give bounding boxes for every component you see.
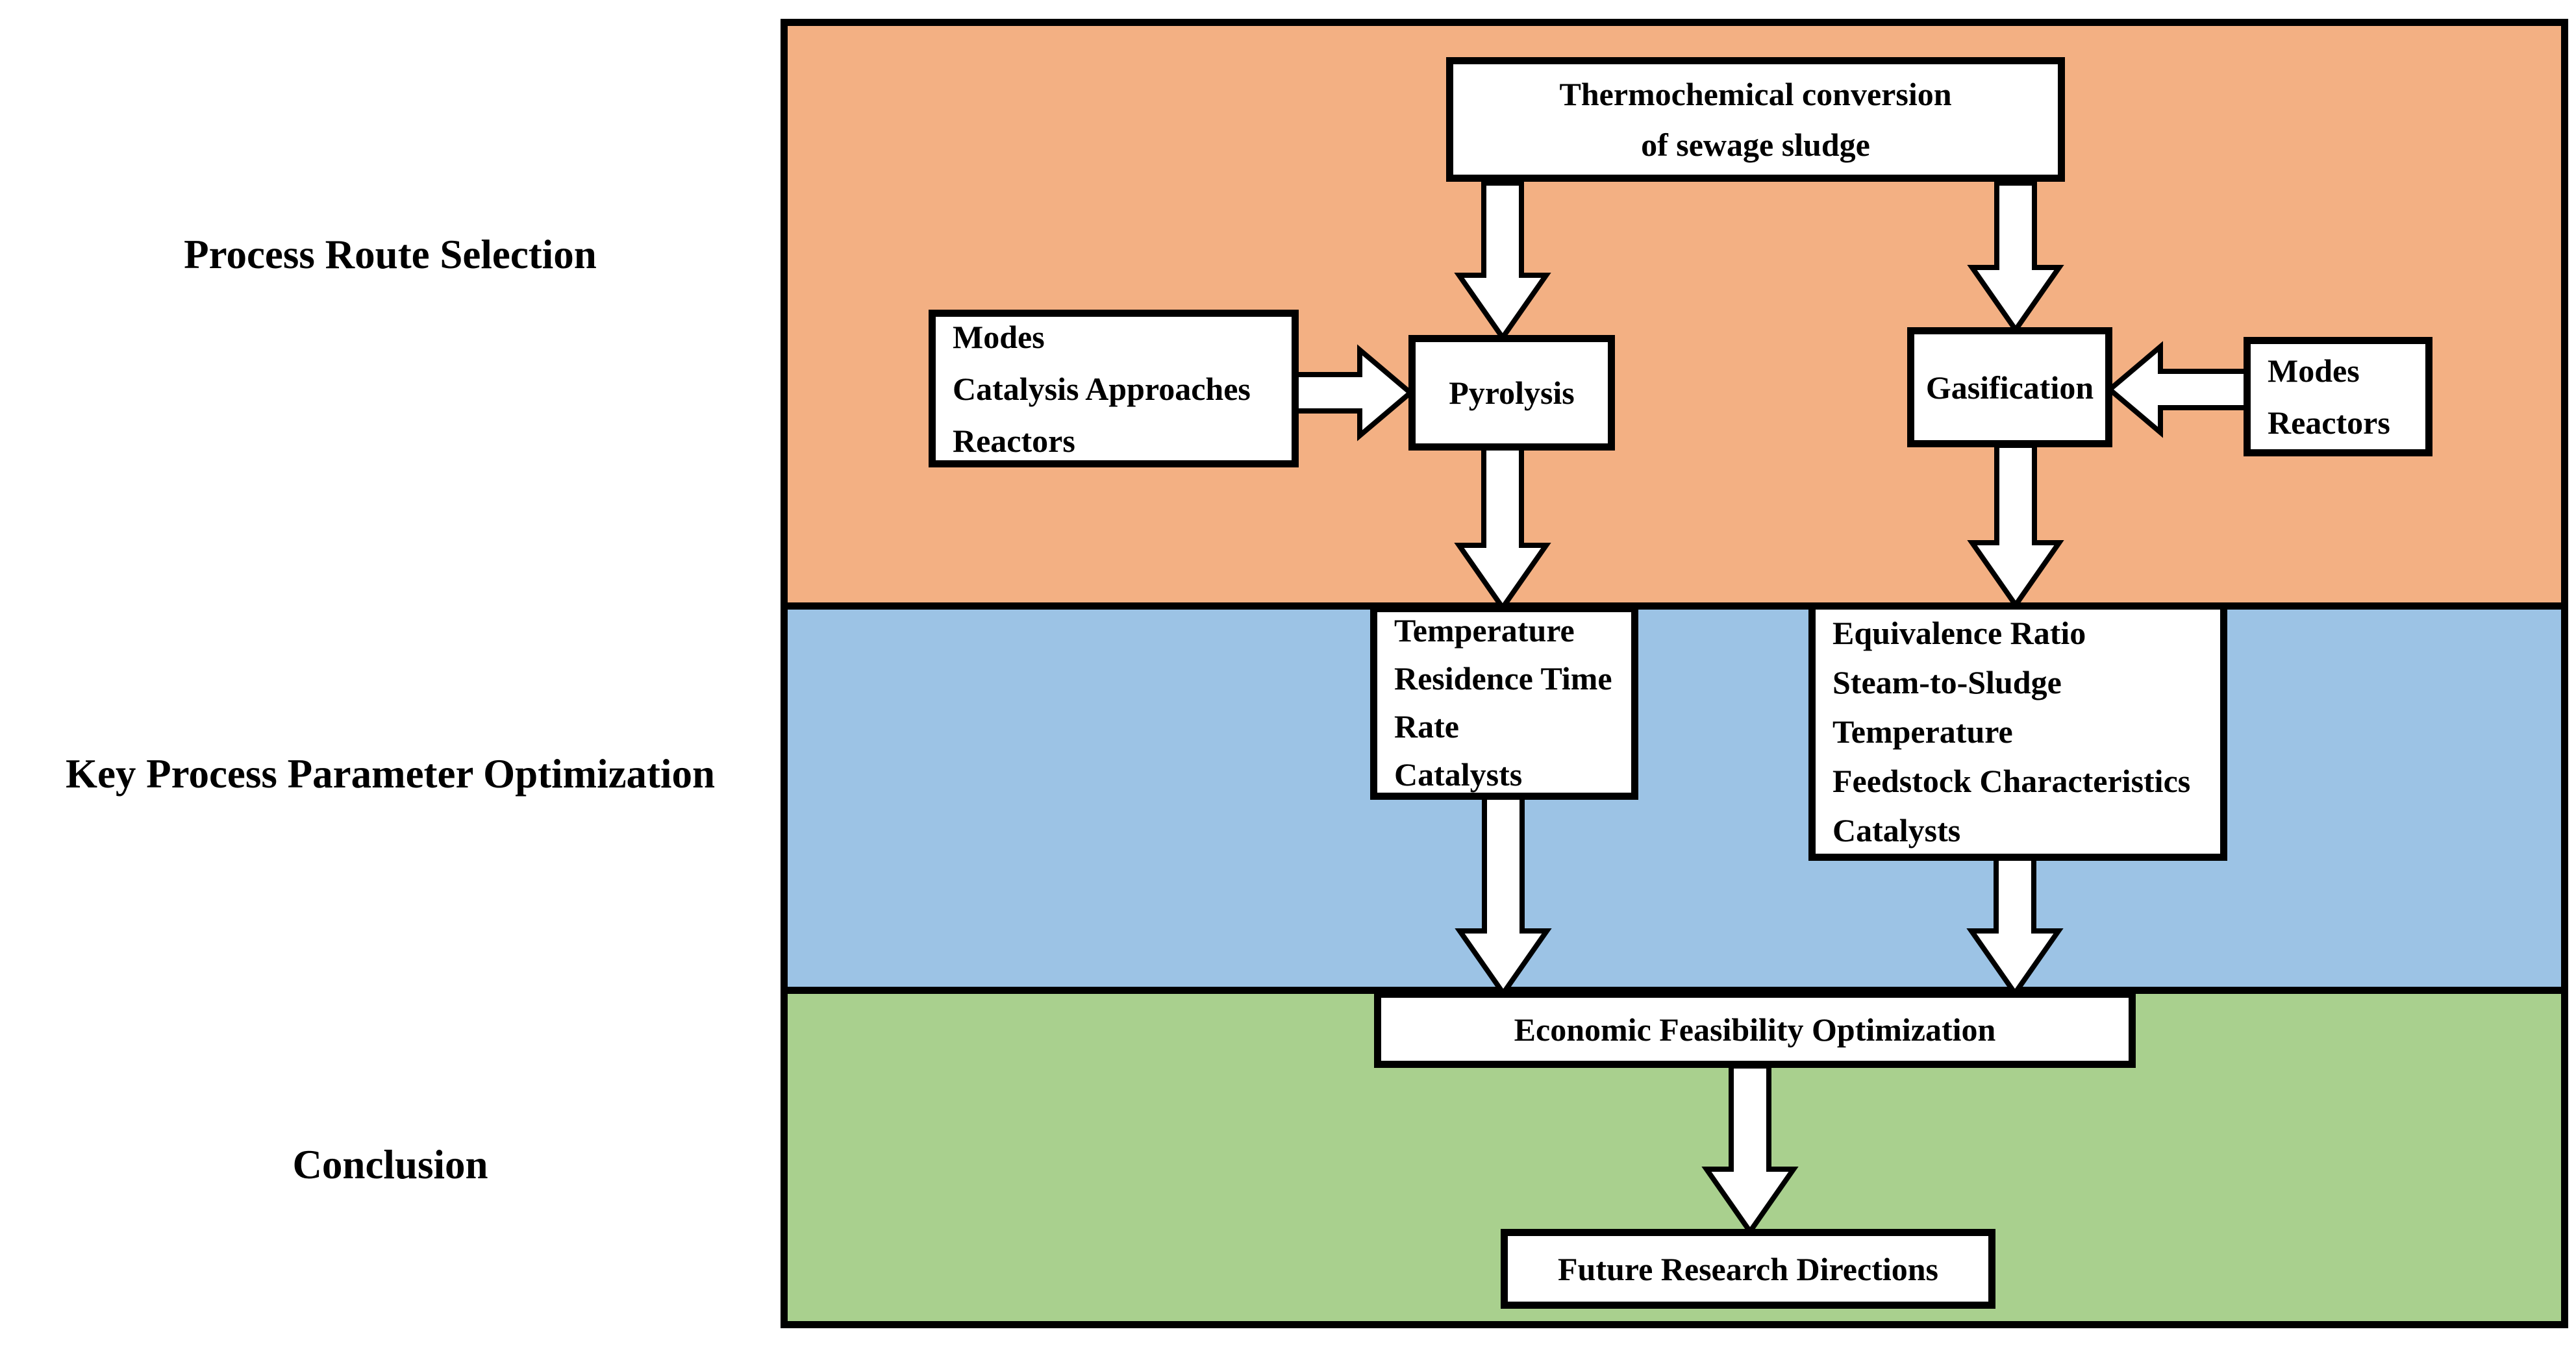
gasification-parameters-line-4: Feedstock Characteristics [1832, 763, 2191, 799]
economic-feasibility-label: Economic Feasibility Optimization [1514, 1011, 1996, 1048]
pyrolysis-parameters-line-2: Residence Time [1394, 660, 1612, 697]
stage-label-process-route-selection: Process Route Selection [184, 232, 597, 277]
gasification-parameters-box: Equivalence Ratio Steam-to-Sludge Temper… [1808, 602, 2227, 861]
stage-label-conclusion: Conclusion [292, 1142, 488, 1187]
band-key-process-parameter-optimization [788, 610, 2561, 994]
pyrolysis-inputs-box: Modes Catalysis Approaches Reactors [929, 310, 1299, 467]
pyrolysis-inputs-line-3: Reactors [953, 422, 1075, 459]
pyrolysis-box: Pyrolysis [1408, 335, 1615, 451]
gasification-parameters-line-3: Temperature [1832, 713, 2013, 750]
gasification-parameters-line-1: Equivalence Ratio [1832, 615, 2086, 651]
future-research-label: Future Research Directions [1557, 1250, 1938, 1287]
gasification-parameters-line-5: Catalysts [1832, 812, 1961, 848]
diagram-panel [781, 19, 2568, 1328]
gasification-box: Gasification [1907, 327, 2112, 447]
gasification-label: Gasification [1925, 369, 2094, 406]
gasification-parameters-line-2: Steam-to-Sludge [1832, 664, 2062, 700]
pyrolysis-inputs-line-1: Modes [953, 318, 1045, 355]
pyrolysis-parameters-line-3: Rate [1394, 708, 1459, 745]
pyrolysis-parameters-box: Temperature Residence Time Rate Catalyst… [1370, 605, 1638, 800]
thermochemical-line-1: Thermochemical conversion [1559, 76, 1952, 112]
pyrolysis-parameters-line-4: Catalysts [1394, 756, 1523, 793]
gasification-inputs-line-1: Modes [2268, 353, 2360, 389]
gasification-inputs-box: Modes Reactors [2244, 337, 2432, 456]
thermochemical-line-2: of sewage sludge [1641, 127, 1870, 163]
pyrolysis-label: Pyrolysis [1449, 375, 1575, 411]
economic-feasibility-box: Economic Feasibility Optimization [1374, 991, 2136, 1068]
pyrolysis-inputs-line-2: Catalysis Approaches [953, 370, 1251, 407]
gasification-inputs-line-2: Reactors [2268, 404, 2390, 441]
pyrolysis-parameters-line-1: Temperature [1394, 612, 1575, 649]
future-research-box: Future Research Directions [1501, 1229, 1995, 1309]
stage-label-key-process-parameter-optimization: Key Process Parameter Optimization [65, 751, 716, 797]
thermochemical-conversion-box: Thermochemical conversion of sewage slud… [1446, 57, 2065, 182]
